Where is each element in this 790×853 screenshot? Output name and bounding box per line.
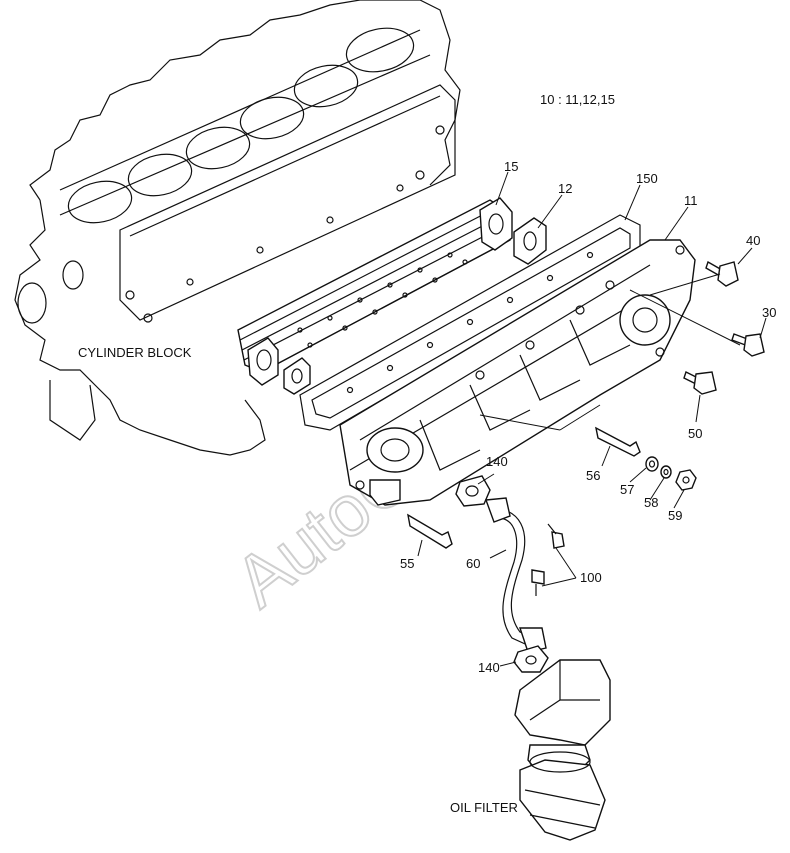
bolt-100-a: [547, 523, 565, 549]
stud-56: [595, 426, 641, 457]
label-part-40[interactable]: 40: [746, 233, 760, 248]
label-part-56[interactable]: 56: [586, 468, 600, 483]
label-part-60[interactable]: 60: [466, 556, 480, 571]
parts-note: 10 : 11,12,15: [540, 92, 615, 107]
bolt-100-b: [531, 569, 545, 596]
label-part-12[interactable]: 12: [558, 181, 572, 196]
oil-filter-caption: OIL FILTER: [450, 800, 518, 815]
cylinder-block-caption: CYLINDER BLOCK: [78, 345, 192, 360]
label-part-150[interactable]: 150: [636, 171, 658, 186]
label-part-50[interactable]: 50: [688, 426, 702, 441]
label-part-140-upper[interactable]: 140: [486, 454, 508, 469]
label-part-140-lower[interactable]: 140: [478, 660, 500, 675]
oil-cooler-cover: [339, 239, 696, 506]
nut-59: [675, 469, 697, 491]
washer-58: [660, 465, 672, 479]
bolt-40: [705, 260, 739, 287]
cylinder-block: [14, 0, 461, 456]
leader-lines: [417, 171, 767, 667]
bolt-50: [683, 371, 717, 395]
bolt-30: [731, 333, 765, 357]
oil-cooler-element: [237, 197, 513, 386]
oil-filter: [514, 659, 611, 841]
label-part-100[interactable]: 100: [580, 570, 602, 585]
label-part-58[interactable]: 58: [644, 495, 658, 510]
label-part-59[interactable]: 59: [668, 508, 682, 523]
gasket-12: [283, 217, 547, 395]
label-part-55[interactable]: 55: [400, 556, 414, 571]
label-part-57[interactable]: 57: [620, 482, 634, 497]
gasket-140-upper: [455, 475, 491, 507]
label-part-30[interactable]: 30: [762, 305, 776, 320]
label-part-15[interactable]: 15: [504, 159, 518, 174]
washer-57: [645, 456, 659, 472]
gasket-140-lower: [513, 645, 549, 673]
stud-55: [407, 513, 453, 549]
label-part-11[interactable]: 11: [684, 193, 698, 208]
oil-pipe: [485, 497, 547, 653]
